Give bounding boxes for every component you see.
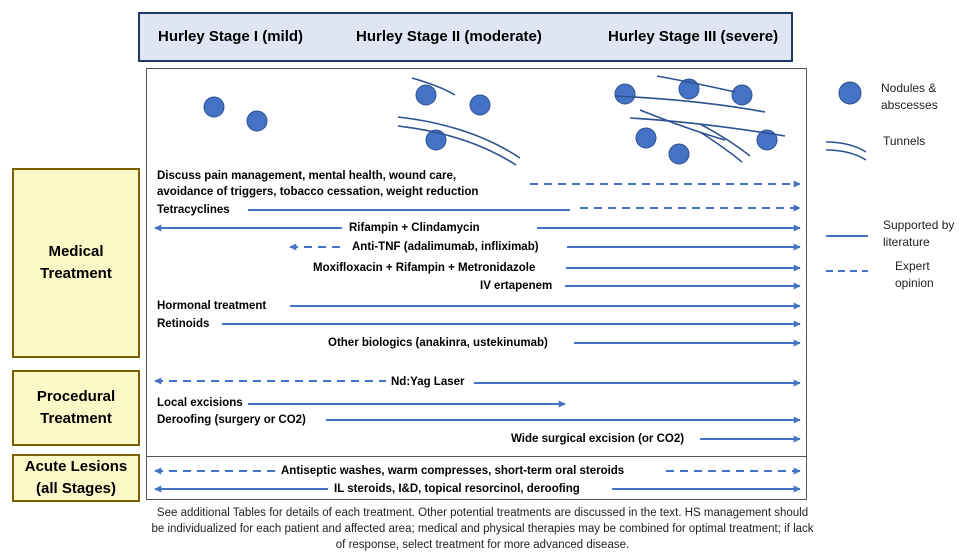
legend-nodules-label: Nodules & abscesses [881, 81, 938, 112]
hormonal-label: Hormonal treatment [157, 300, 267, 312]
tunnel-icon [699, 123, 751, 157]
tunnel-icon [656, 75, 736, 93]
other-biologics-label: Other biologics (anakinra, ustekinumab) [328, 337, 548, 349]
procedural-treatment-label: Procedural Treatment [12, 370, 140, 446]
tunnel-icon [699, 131, 743, 163]
wide-excision-label: Wide surgical excision (or CO2) [511, 433, 685, 445]
rifampin-clindamycin-label: Rifampin + Clindamycin [349, 222, 480, 234]
retinoids-label: Retinoids [157, 318, 210, 330]
hurley-stage-header: Hurley Stage I (mild) Hurley Stage II (m… [138, 12, 793, 62]
nodule-icon [203, 96, 225, 118]
stage-2-label: Hurley Stage II (moderate) [356, 28, 542, 45]
general-care-label: Discuss pain management, mental health, … [157, 170, 479, 198]
tunnel-icon [411, 77, 456, 96]
legend-supported-label: Supported by literature [883, 218, 955, 249]
local-excisions-label: Local excisions [157, 397, 243, 409]
legend-expert-label: Expert opinion [895, 259, 934, 290]
iv-ertapenem-label: IV ertapenem [480, 280, 553, 292]
nodule-icon [635, 127, 657, 149]
legend-tunnel-icon [825, 141, 867, 153]
treatment-panel [146, 68, 807, 500]
stage-1-label: Hurley Stage I (mild) [158, 28, 304, 45]
tunnel-icon [639, 109, 726, 141]
nodule-icon [614, 83, 636, 105]
stage-3-label: Hurley Stage III (severe) [608, 28, 779, 45]
nodule-icon [668, 143, 690, 165]
tetracyclines-label: Tetracyclines [157, 204, 230, 216]
legend-nodule-icon [838, 81, 862, 105]
nodule-icon [756, 129, 778, 151]
acute-lesions-label: Acute Lesions (all Stages) [12, 454, 140, 502]
acute-separator [146, 456, 807, 457]
tunnel-icon [397, 116, 521, 159]
deroofing-label: Deroofing (surgery or CO2) [157, 414, 306, 426]
nodule-icon [246, 110, 268, 132]
legend-tunnels-label: Tunnels [883, 134, 926, 148]
antiseptic-label: Antiseptic washes, warm compresses, shor… [281, 465, 625, 477]
ndyag-label: Nd:Yag Laser [391, 376, 465, 388]
nodule-icon [469, 94, 491, 116]
il-steroids-label: IL steroids, I&D, topical resorcinol, de… [334, 483, 580, 495]
tunnel-icon [397, 125, 517, 166]
nodule-icon [415, 84, 437, 106]
nodule-icon [731, 84, 753, 106]
nodule-icon [425, 129, 447, 151]
medical-treatment-label: Medical Treatment [12, 168, 140, 358]
tunnel-icon [614, 95, 766, 113]
tunnel-icon [629, 117, 786, 137]
legend-tunnel-icon [825, 149, 867, 161]
moxifloxacin-label: Moxifloxacin + Rifampin + Metronidazole [313, 262, 536, 274]
anti-tnf-label: Anti-TNF (adalimumab, infliximab) [352, 241, 539, 253]
footnote: See additional Tables for details of eac… [151, 507, 814, 551]
